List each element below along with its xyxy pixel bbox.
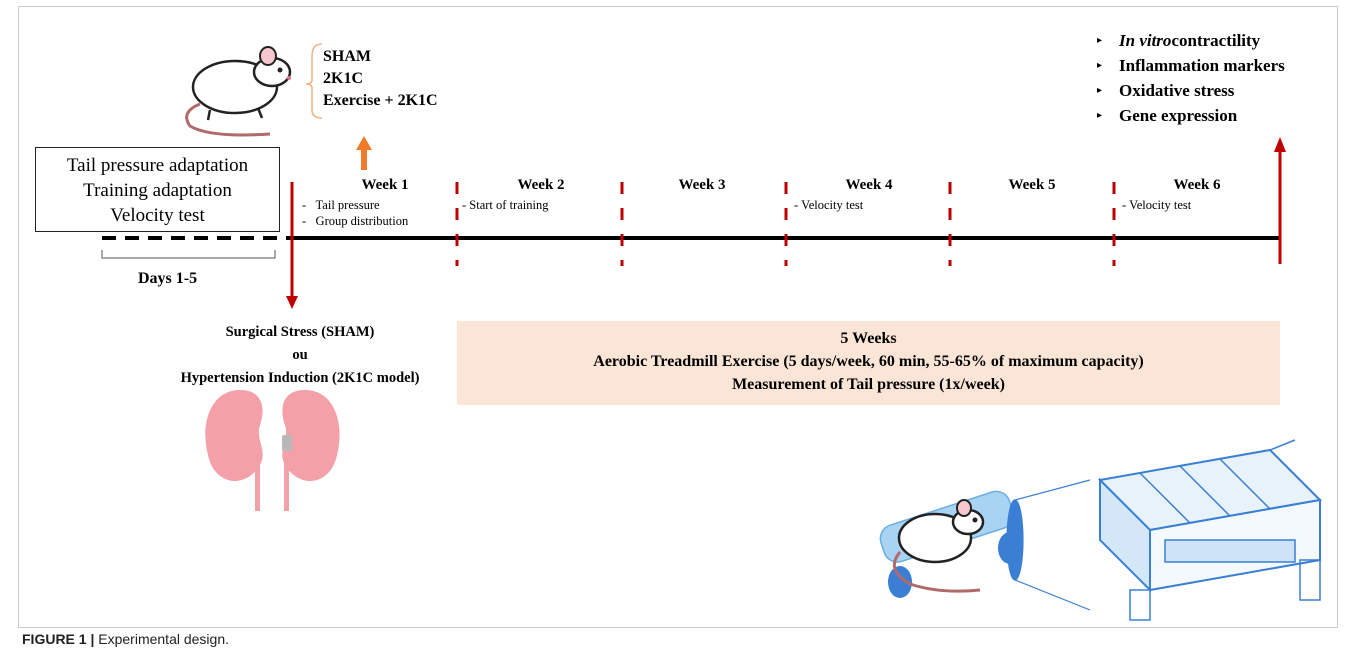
group-arrow-shaft <box>361 148 367 170</box>
group-item: SHAM <box>323 48 371 65</box>
rat-icon <box>185 46 292 137</box>
week-label-2: Week 2 <box>517 177 565 193</box>
caption-text: Experimental design. <box>94 631 230 647</box>
kidneys-icon <box>205 390 340 511</box>
week4-note: Velocity test <box>801 198 864 212</box>
group-item: Exercise + 2K1C <box>323 92 438 109</box>
pre-phase-line: Training adaptation <box>83 180 232 201</box>
week6-note: Velocity test <box>1129 198 1192 212</box>
week-label-1: Week 1 <box>361 177 409 193</box>
pre-phase-line: Tail pressure adaptation <box>66 155 249 176</box>
pre-phase-box: Tail pressure adaptation Training adapta… <box>35 147 280 232</box>
outcome-item: ▸In vitro contractility <box>1097 31 1261 50</box>
outcome-item: ▸Gene expression <box>1097 106 1238 125</box>
treadmill-machine-icon <box>1097 439 1323 621</box>
outcomes-list: ▸In vitro contractility ▸Inflammation ma… <box>1097 28 1285 128</box>
groups-bracket <box>305 43 323 119</box>
protocol-line: Measurement of Tail pressure (1x/week) <box>732 376 1005 393</box>
surgery-line: ou <box>292 347 308 363</box>
week1-notes: - Tail pressure - Group distribution <box>302 198 409 228</box>
zoom-cone <box>1006 479 1091 611</box>
groups-list: SHAM 2K1C Exercise + 2K1C <box>323 46 438 112</box>
week1-note: Group distribution <box>315 214 409 228</box>
week-label-4: Week 4 <box>845 177 893 193</box>
surgery-line: Surgical Stress (SHAM) <box>225 324 375 340</box>
week-label-6: Week 6 <box>1173 177 1221 193</box>
week2-notes: - Start of training <box>462 198 549 212</box>
group-arrow-head <box>356 136 372 150</box>
surgery-line: Hypertension Induction (2K1C model) <box>180 370 420 386</box>
surgery-arrow-head <box>286 296 298 309</box>
week4-notes: - Velocity test <box>794 198 864 212</box>
pre-phase-line: Velocity test <box>110 205 205 226</box>
surgery-text: Surgical Stress (SHAM) ou Hypertension I… <box>150 321 450 390</box>
week2-note: Start of training <box>469 198 549 212</box>
outcome-item: ▸Inflammation markers <box>1097 56 1285 75</box>
protocol-line: Aerobic Treadmill Exercise (5 days/week,… <box>593 353 1144 370</box>
week1-note: Tail pressure <box>315 198 380 212</box>
outcome-item: ▸Oxidative stress <box>1097 81 1235 100</box>
group-item: 2K1C <box>323 70 363 87</box>
figure-caption: FIGURE 1 | Experimental design. <box>22 631 229 647</box>
days-label: Days 1-5 <box>138 270 198 287</box>
week-label-5: Week 5 <box>1008 177 1056 193</box>
protocol-line: 5 Weeks <box>840 330 897 347</box>
caption-label: FIGURE 1 | <box>22 631 95 647</box>
figure-frame <box>18 6 1338 628</box>
week6-notes: - Velocity test <box>1122 198 1192 212</box>
days-bracket <box>101 250 276 259</box>
protocol-box: 5 Weeks Aerobic Treadmill Exercise (5 da… <box>457 321 1280 405</box>
rat-on-treadmill-icon <box>879 490 1022 598</box>
endpoint-arrow-head <box>1274 137 1286 152</box>
week-label-3: Week 3 <box>678 177 726 193</box>
